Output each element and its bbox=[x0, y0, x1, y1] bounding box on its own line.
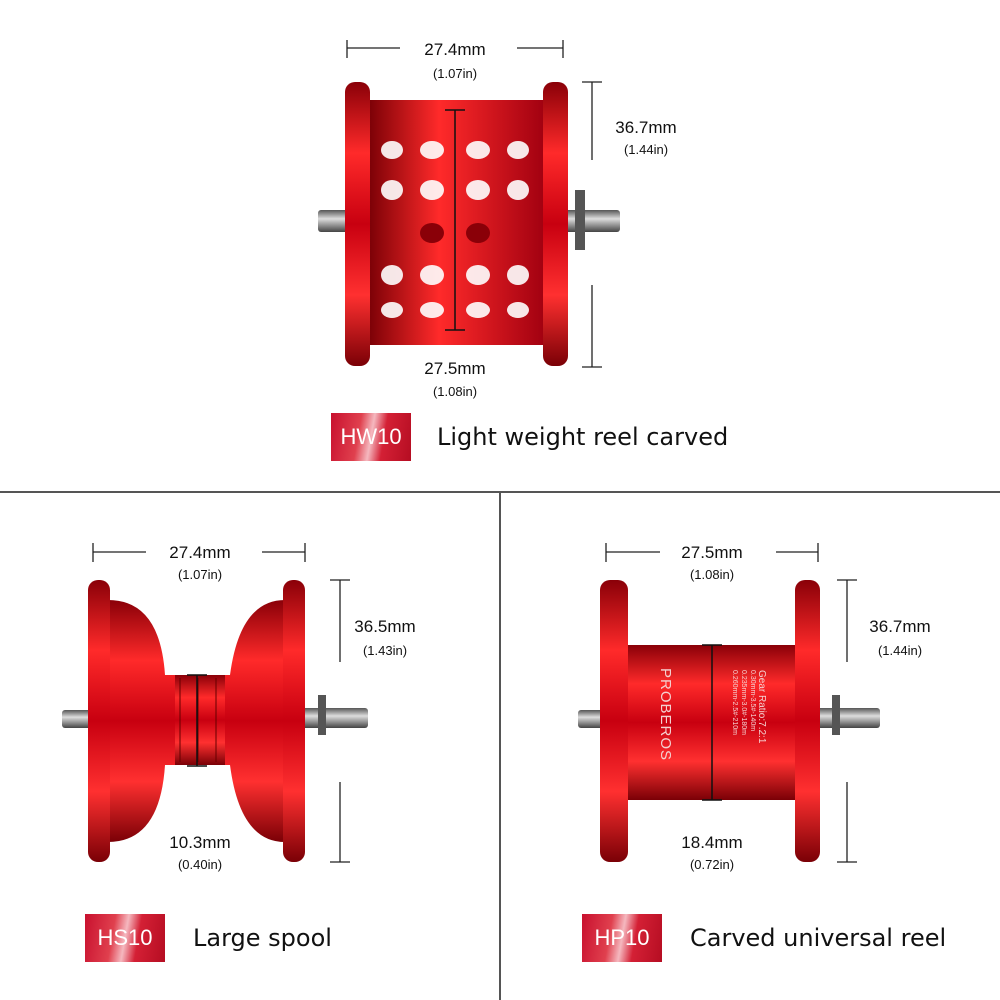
hs10-badge: HS10 bbox=[85, 914, 165, 962]
hs10-width-bottom: 10.3mm bbox=[169, 833, 231, 852]
hp10-spool-image bbox=[578, 580, 880, 862]
hw10-spool-image bbox=[318, 82, 620, 366]
hw10-badge: HW10 bbox=[331, 413, 411, 461]
hs10-width-bottom-in: (0.40in) bbox=[177, 857, 223, 872]
hp10-height: 36.7mm bbox=[869, 617, 931, 636]
line-capacity-print: 0.260mm-2.5#-210m bbox=[731, 670, 738, 735]
hw10-height: 36.7mm bbox=[615, 118, 677, 137]
hw10-height-in: (1.44in) bbox=[623, 142, 669, 157]
hw10-width-bottom-in: (1.08in) bbox=[432, 384, 478, 399]
hp10-badge: HP10 bbox=[582, 914, 662, 962]
spool-brand-print: PROBEROS bbox=[657, 668, 674, 762]
hs10-width-top-in: (1.07in) bbox=[177, 567, 223, 582]
hs10-height-in: (1.43in) bbox=[362, 643, 408, 658]
hw10-width-top: 27.4mm bbox=[424, 40, 486, 59]
hp10-width-top: 27.5mm bbox=[681, 543, 743, 562]
hp10-width-bottom: 18.4mm bbox=[681, 833, 743, 852]
hw10-title: Light weight reel carved bbox=[437, 423, 729, 451]
hs10-width-top: 27.4mm bbox=[169, 543, 231, 562]
hp10-width-top-in: (1.08in) bbox=[689, 567, 735, 582]
dimension-lines bbox=[92, 40, 857, 863]
hs10-spool-image bbox=[62, 580, 368, 862]
horizontal-divider bbox=[0, 491, 1000, 493]
hs10-title: Large spool bbox=[193, 924, 332, 952]
hw10-width-top-in: (1.07in) bbox=[432, 66, 478, 81]
spool-gear-print: Gear Ratio:7.2:1 0.30mm-3.5#-140m 0.235m… bbox=[730, 670, 767, 744]
hp10-width-bottom-in: (0.72in) bbox=[689, 857, 735, 872]
vertical-divider bbox=[499, 493, 501, 1000]
hs10-height: 36.5mm bbox=[354, 617, 416, 636]
hp10-title: Carved universal reel bbox=[690, 924, 947, 952]
hp10-height-in: (1.44in) bbox=[877, 643, 923, 658]
hw10-width-bottom: 27.5mm bbox=[424, 359, 486, 378]
line-capacity-print: 0.235mm-3.0#-180m bbox=[740, 670, 747, 735]
gear-ratio-print: Gear Ratio:7.2:1 bbox=[756, 670, 767, 744]
